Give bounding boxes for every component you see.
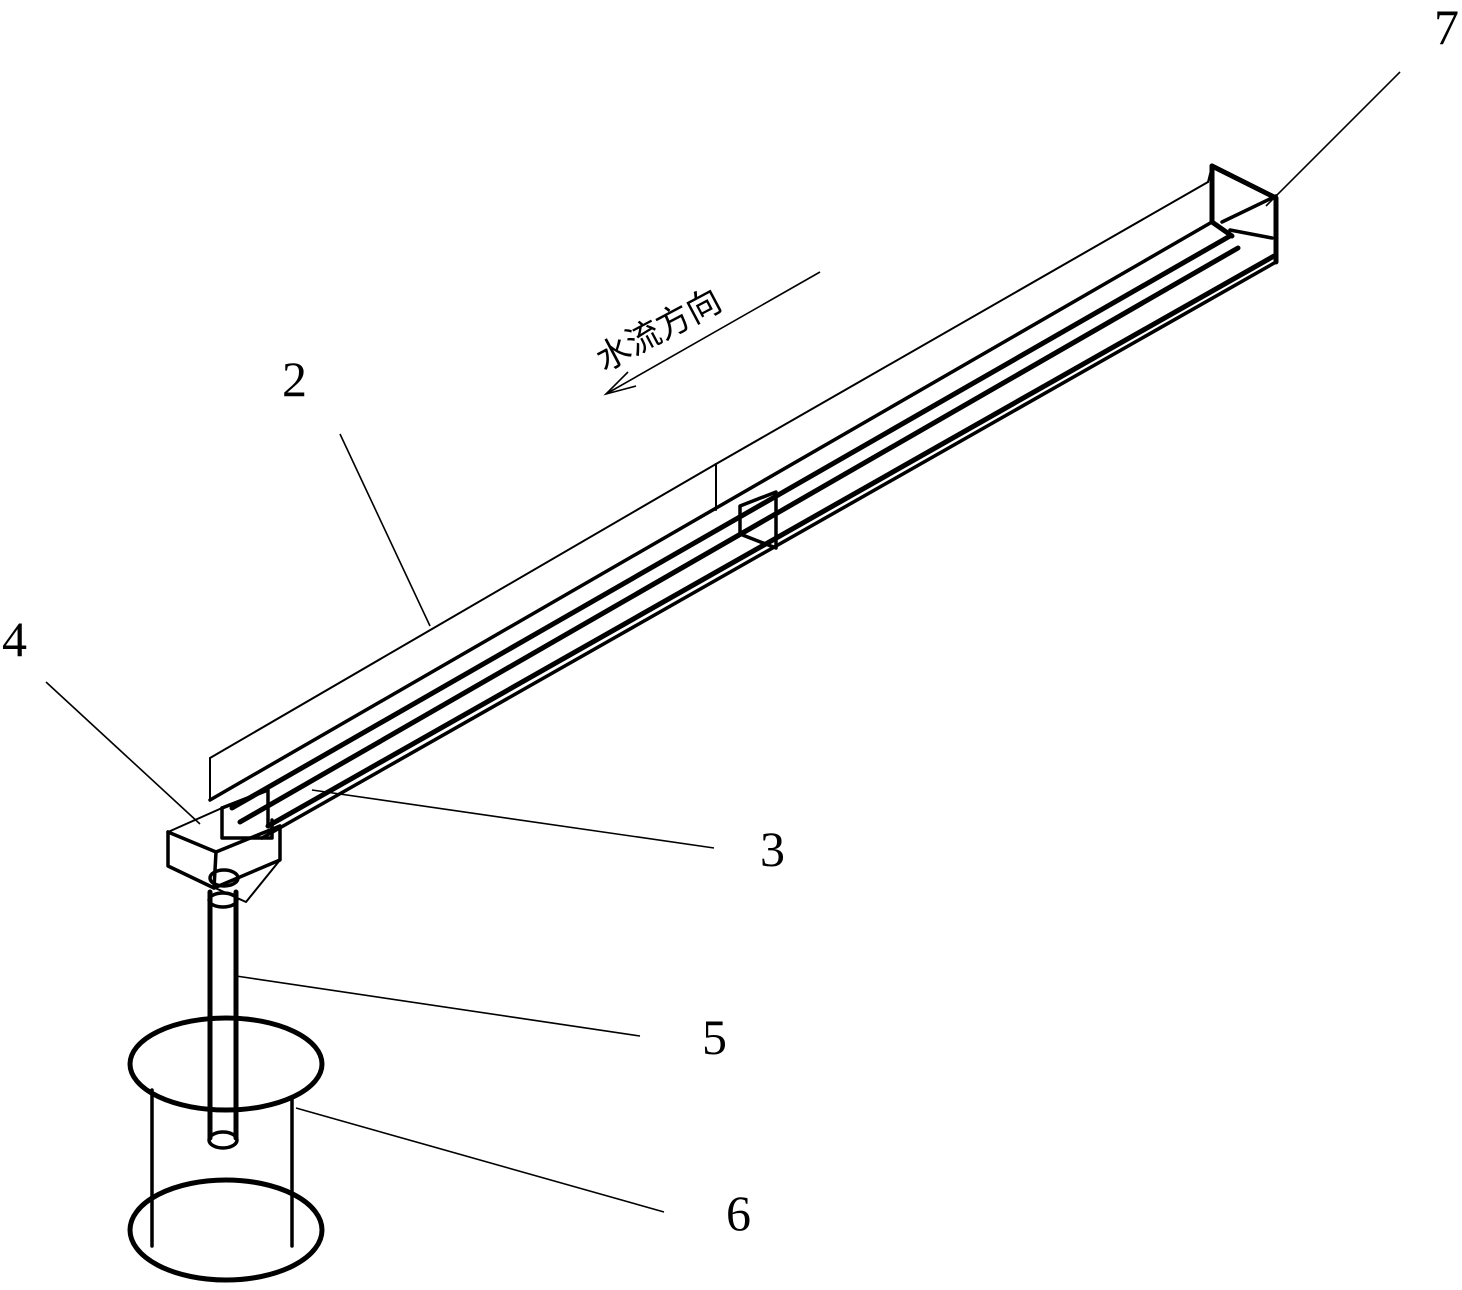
channel-left-end-top — [220, 788, 270, 828]
flow-arrow-shaft — [605, 271, 821, 395]
channel-front-bottom-1 — [265, 253, 1277, 829]
cylinder-top-rim — [127, 1015, 325, 1113]
leader-7 — [1265, 71, 1401, 207]
leader-2 — [339, 433, 431, 627]
flow-direction-text: 水流方向 — [589, 281, 728, 380]
channel-top-edge-left — [209, 463, 717, 759]
label-2: 2 — [282, 351, 307, 407]
channel-front-bottom-2 — [260, 260, 1278, 840]
box-bottom-funnel — [179, 859, 281, 903]
channel-back-wall-bottom — [208, 220, 1214, 802]
label-3: 3 — [760, 821, 785, 877]
label-6: 6 — [726, 1185, 751, 1241]
channel-right-end-cross — [1220, 194, 1278, 224]
water-channel — [208, 163, 1279, 840]
pipe-bottom-end — [207, 1130, 239, 1150]
channel-right-end-frame — [1209, 163, 1279, 265]
reference-numerals: 2 3 4 5 6 7 — [2, 0, 1459, 1241]
flow-arrow-head — [603, 371, 637, 396]
flow-direction-annotation: 水流方向 — [589, 271, 821, 396]
cylinder-bottom-rim — [127, 1177, 325, 1283]
leader-5 — [235, 975, 641, 1037]
leader-6 — [295, 1107, 665, 1213]
collection-box — [166, 807, 282, 903]
box-outlet-hole — [208, 868, 240, 888]
drain-pipe — [207, 889, 239, 1150]
channel-right-end-tip — [1207, 165, 1213, 183]
leader-lines — [45, 71, 1401, 1213]
label-7: 7 — [1434, 0, 1459, 55]
pipe-top-end — [207, 891, 239, 909]
label-5: 5 — [702, 1009, 727, 1065]
leader-3 — [311, 789, 715, 849]
box-outline — [166, 824, 282, 890]
channel-right-end-back — [1209, 163, 1235, 239]
channel-floor-line-1 — [229, 233, 1233, 811]
channel-right-end-inner — [1228, 228, 1274, 240]
cylinder-container — [127, 1015, 325, 1283]
label-4: 4 — [2, 611, 27, 667]
channel-top-edge-right — [715, 181, 1209, 465]
leader-4 — [45, 681, 201, 825]
